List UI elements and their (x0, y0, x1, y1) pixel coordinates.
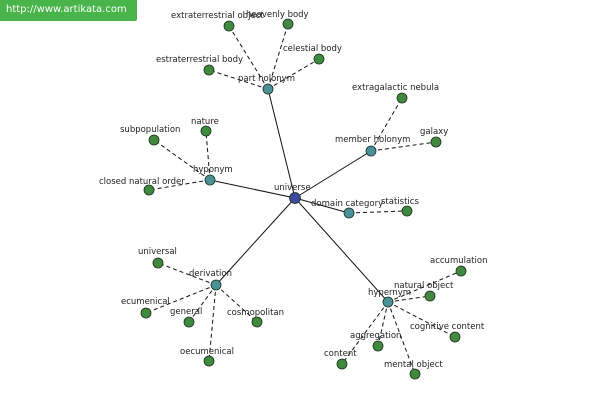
edge-universe-domain-category (294, 197, 350, 214)
edge-universe-part-holonym (267, 88, 296, 199)
node-cosmopolitan[interactable] (251, 316, 263, 328)
edge-part-holonym-heavenly-body (267, 23, 289, 90)
label-general[interactable]: general (170, 307, 202, 317)
node-universal[interactable] (152, 257, 164, 269)
edge-hyponym-nature (205, 130, 211, 181)
node-oecumenical[interactable] (203, 355, 215, 367)
label-aggregation[interactable]: aggregation (350, 331, 401, 341)
edge-derivation-ecumenical (145, 284, 217, 314)
edge-hypernym-natural-object (387, 295, 431, 303)
node-member-holonym[interactable] (365, 145, 377, 157)
label-closed-natural-order[interactable]: closed natural order (99, 177, 185, 187)
label-hyponym[interactable]: hyponym (193, 165, 233, 175)
node-subpopulation[interactable] (148, 134, 160, 146)
label-extraterrestrial-object[interactable]: extraterrestrial object (171, 11, 264, 21)
edge-derivation-general (188, 284, 217, 323)
node-statistics[interactable] (401, 205, 413, 217)
edge-hypernym-aggregation (377, 301, 389, 347)
node-accumulation[interactable] (455, 265, 467, 277)
label-member-holonym[interactable]: member holonym (335, 135, 410, 145)
label-galaxy[interactable]: galaxy (420, 127, 448, 137)
edge-part-holonym-celestial-body (267, 58, 320, 90)
node-nature[interactable] (200, 125, 212, 137)
edge-universe-hyponym (209, 179, 296, 199)
label-universe[interactable]: universe (274, 183, 311, 193)
node-celestial-body[interactable] (313, 53, 325, 65)
edge-hyponym-closed-natural-order (148, 179, 211, 191)
edge-hypernym-content (341, 301, 389, 365)
label-ecumenical[interactable]: ecumenical (121, 297, 170, 307)
node-extraterrestrial-object[interactable] (223, 20, 235, 32)
edge-universe-member-holonym (294, 150, 372, 199)
label-nature[interactable]: nature (191, 117, 219, 127)
edge-derivation-universal (157, 262, 217, 286)
label-mental-object[interactable]: mental object (384, 360, 443, 370)
node-hypernym[interactable] (382, 296, 394, 308)
edge-member-holonym-extragalactic-nebula (370, 97, 403, 152)
node-content[interactable] (336, 358, 348, 370)
edge-part-holonym-extraterrestrial-object (228, 25, 269, 90)
edge-hypernym-accumulation (387, 270, 462, 303)
label-estraterrestrial-body[interactable]: estraterrestrial body (156, 55, 243, 65)
node-heavenly-body[interactable] (282, 18, 294, 30)
node-estraterrestrial-body[interactable] (203, 64, 215, 76)
edges-layer (145, 23, 462, 375)
label-universal[interactable]: universal (138, 247, 177, 257)
label-part-holonym[interactable]: part holonym (238, 74, 295, 84)
label-derivation[interactable]: derivation (189, 269, 232, 279)
edge-part-holonym-estraterrestrial-body (208, 69, 269, 90)
node-closed-natural-order[interactable] (143, 184, 155, 196)
node-galaxy[interactable] (430, 136, 442, 148)
label-oecumenical[interactable]: oecumenical (180, 347, 234, 357)
node-derivation[interactable] (210, 279, 222, 291)
node-universe[interactable] (289, 192, 301, 204)
edge-member-holonym-galaxy (370, 141, 437, 152)
label-natural-object[interactable]: natural object (394, 281, 454, 291)
watermark-url[interactable]: http://www.artikata.com (0, 0, 137, 21)
label-hypernym[interactable]: hypernym (368, 288, 411, 298)
node-extragalactic-nebula[interactable] (396, 92, 408, 104)
edge-universe-derivation (215, 197, 296, 286)
node-ecumenical[interactable] (140, 307, 152, 319)
edge-domain-category-statistics (348, 210, 408, 214)
edge-hypernym-mental-object (387, 301, 416, 375)
label-cognitive-content[interactable]: cognitive content (410, 322, 485, 332)
nodes-layer (140, 18, 467, 380)
label-cosmopolitan[interactable]: cosmopolitan (227, 308, 284, 318)
node-natural-object[interactable] (424, 290, 436, 302)
label-celestial-body[interactable]: celestial body (283, 44, 342, 54)
label-domain-category[interactable]: domain category (311, 199, 383, 209)
label-accumulation[interactable]: accumulation (430, 256, 487, 266)
edge-derivation-cosmopolitan (215, 284, 258, 323)
node-part-holonym[interactable] (262, 83, 274, 95)
node-mental-object[interactable] (409, 368, 421, 380)
label-content[interactable]: content (324, 349, 357, 359)
label-heavenly-body[interactable]: heavenly body (246, 10, 309, 20)
node-cognitive-content[interactable] (449, 331, 461, 343)
node-domain-category[interactable] (343, 207, 355, 219)
edge-hypernym-cognitive-content (387, 301, 456, 338)
label-subpopulation[interactable]: subpopulation (120, 125, 180, 135)
edge-universe-hypernym (294, 197, 389, 303)
edge-derivation-oecumenical (208, 284, 217, 362)
node-hyponym[interactable] (204, 174, 216, 186)
edge-hyponym-subpopulation (153, 139, 211, 181)
node-general[interactable] (183, 316, 195, 328)
label-statistics[interactable]: statistics (381, 197, 419, 207)
label-extragalactic-nebula[interactable]: extragalactic nebula (352, 83, 439, 93)
node-aggregation[interactable] (372, 340, 384, 352)
